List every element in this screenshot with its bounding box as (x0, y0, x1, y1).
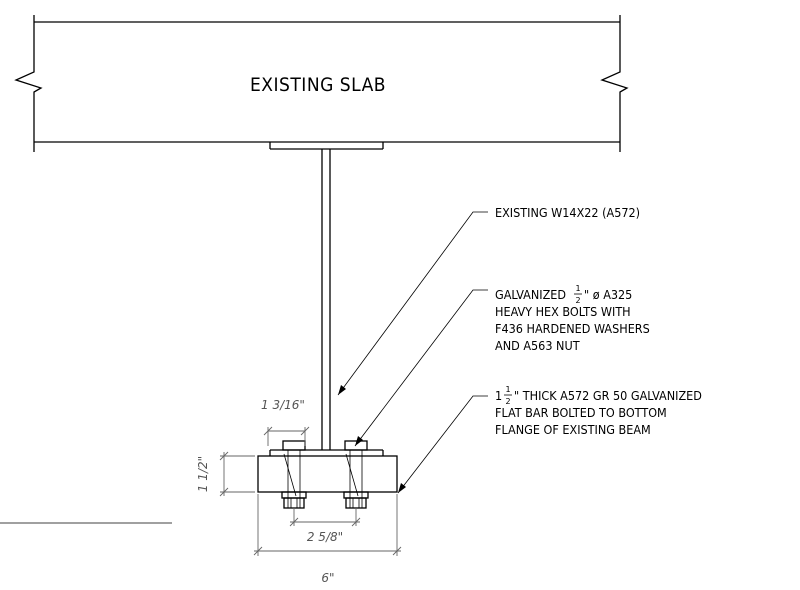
left-break-line (14, 15, 43, 152)
callout-flatbar-line3: FLANGE OF EXISTING BEAM (495, 422, 651, 437)
callout-bolts-line1-suffix: " ø A325 (584, 287, 632, 302)
callout-bolts-line1-prefix: GALVANIZED (495, 287, 566, 302)
dim-bolt-head-label: 1 3/16" (261, 398, 305, 412)
dim-bolt-spacing: 2 5/8" (289, 508, 361, 544)
leader-flatbar (397, 395, 488, 494)
callout-bolts-line3: F436 HARDENED WASHERS (495, 321, 650, 336)
callout-bolts: GALVANIZED 1 2 " ø A325 HEAVY HEX BOLTS … (495, 284, 650, 353)
dim-thickness-label: 1 1/2" (196, 456, 210, 492)
dim-bar-width: 6" (253, 494, 402, 585)
leader-bolts (354, 289, 488, 447)
existing-slab: EXISTING SLAB (14, 15, 629, 152)
dim-bar-width-label: 6" (321, 571, 334, 585)
dim-bolt-head: 1 3/16" (261, 398, 310, 446)
bolt-left (281, 440, 307, 509)
callout-flatbar-frac-num: 1 (505, 385, 510, 394)
right-break-line (600, 15, 629, 152)
washer (281, 491, 307, 499)
nut (283, 497, 305, 509)
callout-bolts-line4: AND A563 NUT (495, 338, 580, 353)
washer (343, 491, 369, 499)
callout-bolts-line2: HEAVY HEX BOLTS WITH (495, 304, 631, 319)
dim-bolt-spacing-label: 2 5/8" (307, 530, 343, 544)
bolt-head (344, 440, 368, 451)
callout-flatbar-line1-suffix: " THICK A572 GR 50 GALVANIZED (514, 388, 702, 403)
flat-bar (257, 455, 398, 493)
callout-flatbar: 1 1 2 " THICK A572 GR 50 GALVANIZED FLAT… (495, 385, 702, 437)
leader-beam (337, 211, 488, 396)
nut (345, 497, 367, 509)
callout-flatbar-frac-den: 2 (505, 397, 510, 406)
callout-bolts-frac-num: 1 (575, 284, 580, 293)
callout-bolts-frac-den: 2 (575, 296, 580, 305)
callout-beam-text: EXISTING W14X22 (A572) (495, 205, 640, 220)
callout-flatbar-line2: FLAT BAR BOLTED TO BOTTOM (495, 405, 667, 420)
bolt-head (282, 440, 306, 451)
dim-thickness: 1 1/2" (196, 451, 255, 497)
bolt-right (343, 440, 369, 509)
callout-flatbar-line1-prefix: 1 (495, 388, 502, 403)
slab-label: EXISTING SLAB (250, 74, 386, 96)
